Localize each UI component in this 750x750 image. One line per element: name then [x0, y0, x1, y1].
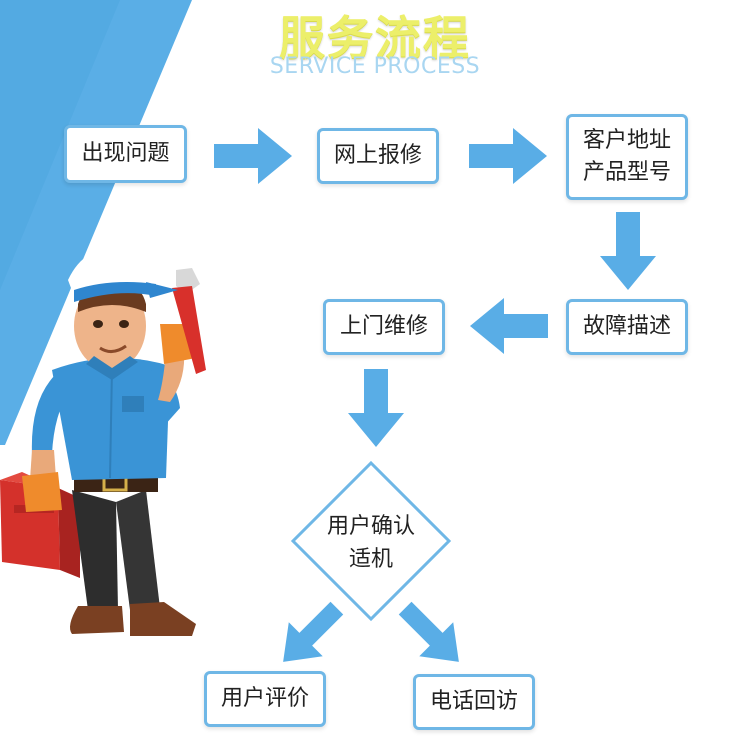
step-online-repair-label: 网上报修	[333, 143, 422, 169]
decision-diamond	[290, 460, 452, 622]
step-fault-description-label: 故障描述	[582, 314, 671, 340]
page-subtitle: SERVICE PROCESS	[269, 54, 481, 79]
page-title: 服务流程	[279, 11, 471, 65]
arrow-down-1	[600, 212, 656, 290]
arrow-down-2	[348, 369, 404, 447]
step-problem-label: 出现问题	[81, 141, 170, 167]
decision-text: 用户确认 适机	[290, 510, 452, 576]
step-address-label: 客户地址	[582, 128, 671, 154]
step-problem: 出现问题	[64, 125, 187, 183]
arrow-right-1	[214, 128, 292, 184]
step-user-rating-label: 用户评价	[220, 686, 309, 712]
arrow-right-2	[469, 128, 547, 184]
arrow-down-left	[283, 601, 344, 662]
decision-line1: 用户确认	[326, 514, 415, 539]
step-model-label: 产品型号	[582, 160, 671, 185]
arrow-down-right	[398, 601, 459, 662]
arrow-left-1	[470, 298, 548, 354]
step-user-rating: 用户评价	[204, 671, 326, 727]
step-online-repair: 网上报修	[317, 128, 439, 184]
step-fault-description: 故障描述	[566, 299, 688, 355]
step-phone-callback-label: 电话回访	[429, 689, 518, 715]
step-onsite-repair-label: 上门维修	[339, 314, 428, 340]
repair-worker-illustration	[0, 247, 206, 636]
step-phone-callback: 电话回访	[413, 674, 535, 730]
step-address-model: 客户地址 产品型号	[566, 114, 688, 200]
step-onsite-repair: 上门维修	[323, 299, 445, 355]
decision-line2: 适机	[348, 547, 393, 572]
